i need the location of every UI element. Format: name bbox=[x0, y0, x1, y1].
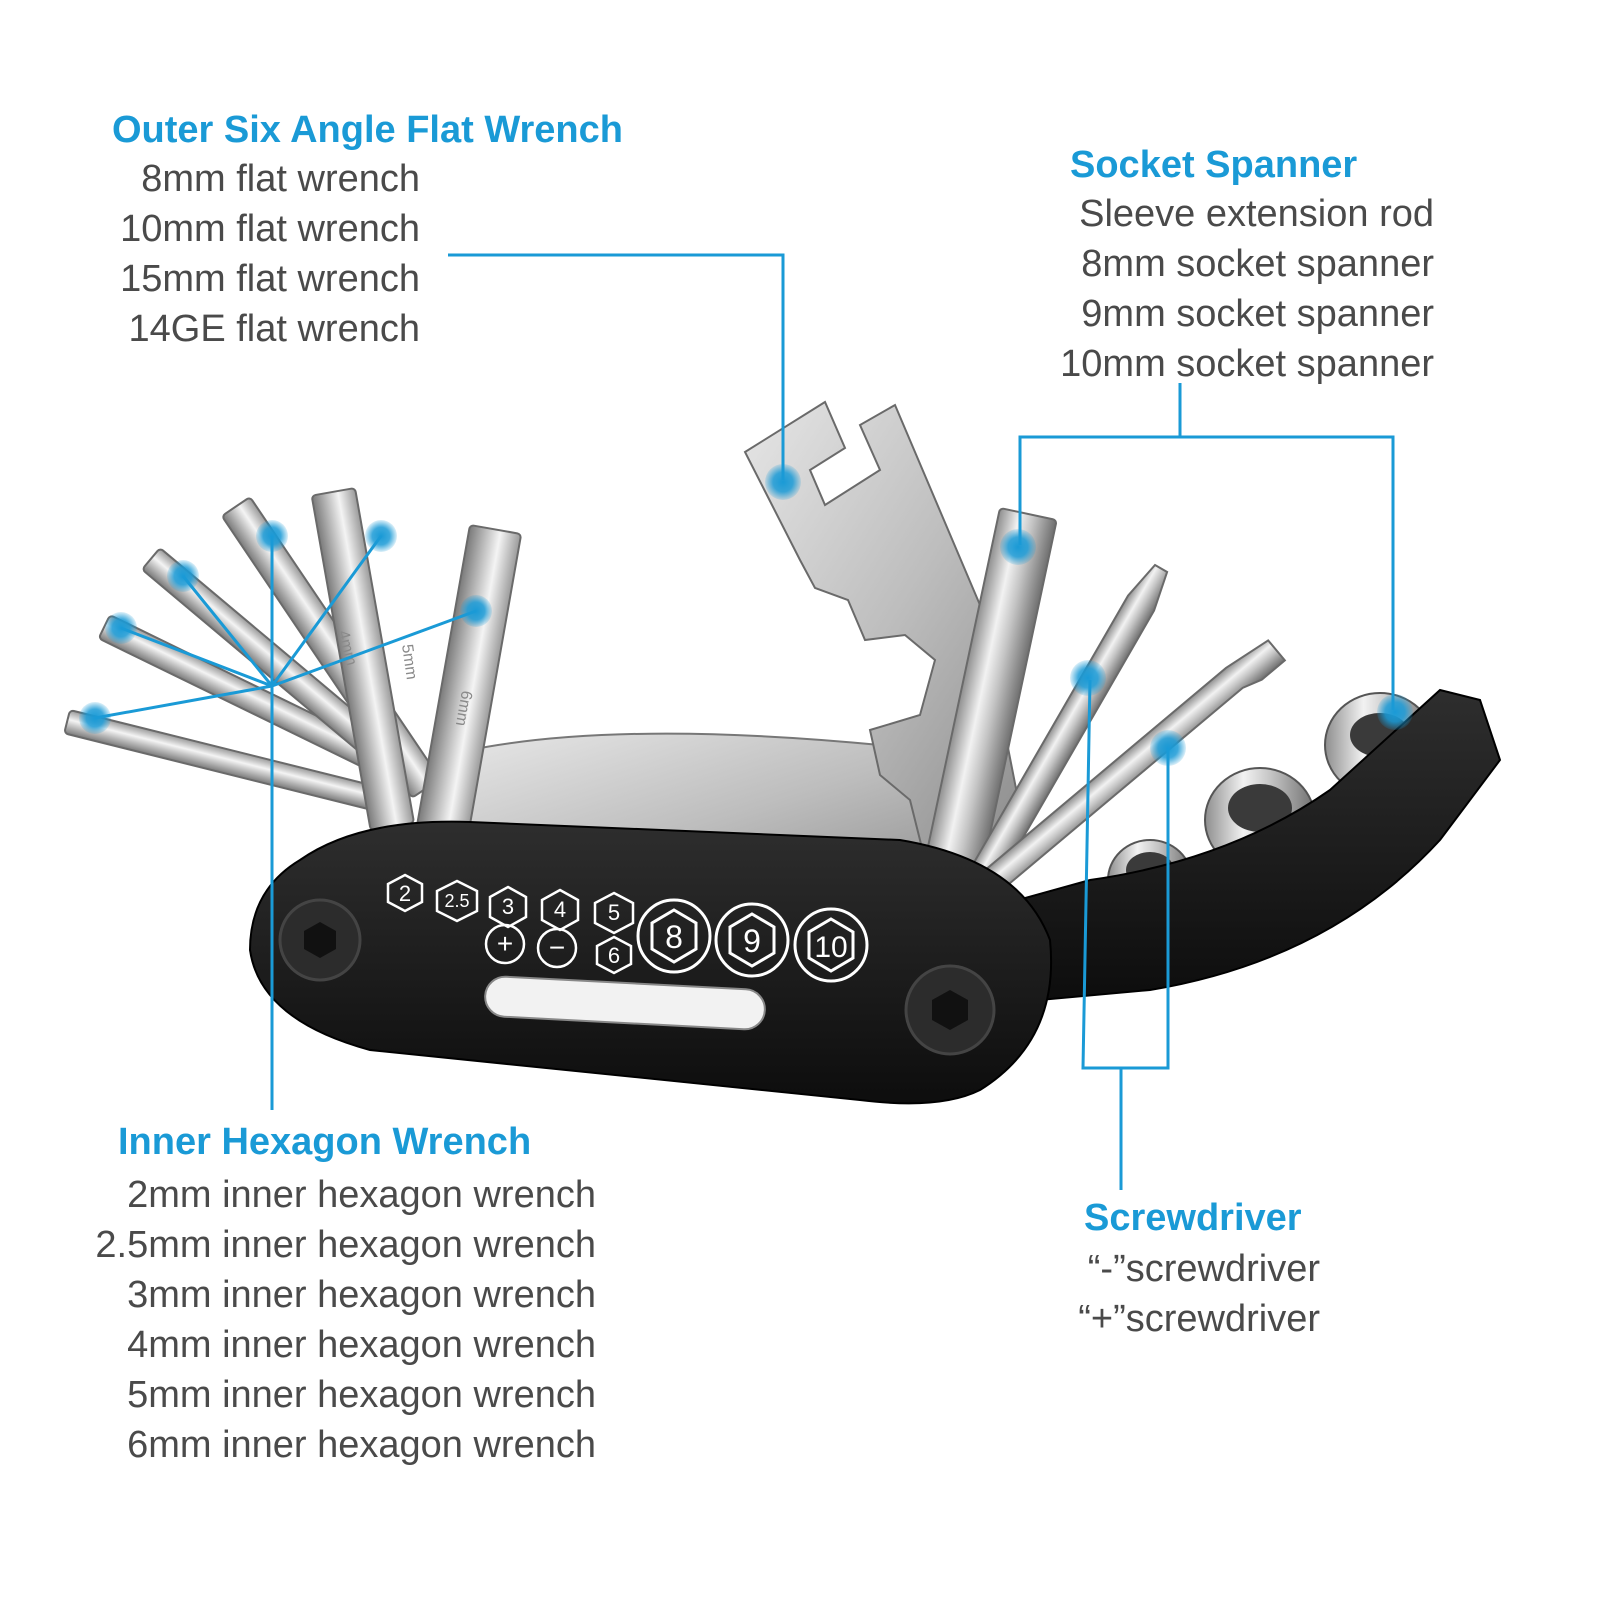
left-screw bbox=[278, 898, 362, 982]
key-engraving-6mm: 6mm bbox=[452, 689, 475, 727]
mark-10: 10 bbox=[814, 931, 847, 964]
flat-wrench-list: 8mm flat wrench 10mm flat wrench 15mm fl… bbox=[112, 154, 420, 354]
callout-dot bbox=[1070, 660, 1106, 696]
mark-8: 8 bbox=[665, 919, 683, 955]
mark-9: 9 bbox=[743, 923, 761, 959]
list-item: Sleeve extension rod bbox=[1079, 193, 1434, 235]
screwdriver-heading: Screwdriver bbox=[1084, 1197, 1302, 1239]
callout-dot bbox=[365, 520, 397, 552]
callout-dot bbox=[460, 595, 492, 627]
screwdriver-list: “-”screwdriver “+”screwdriver bbox=[1070, 1244, 1320, 1344]
hex-size-markings bbox=[386, 873, 635, 975]
mark-minus: − bbox=[549, 932, 565, 963]
mark-4: 4 bbox=[554, 897, 566, 922]
flat-wrench-callout: Outer Six Angle Flat Wrench 8mm flat wre… bbox=[112, 110, 623, 354]
callout-dot bbox=[1377, 694, 1413, 730]
screwdriver-callout: Screwdriver “-”screwdriver “+”screwdrive… bbox=[1070, 1198, 1320, 1344]
flat-wrench-heading: Outer Six Angle Flat Wrench bbox=[112, 109, 623, 151]
mark-2.5: 2.5 bbox=[444, 891, 469, 911]
callout-dot bbox=[1000, 529, 1036, 565]
mark-3: 3 bbox=[502, 894, 514, 919]
list-item: 14GE flat wrench bbox=[128, 308, 420, 350]
list-item: 6mm inner hexagon wrench bbox=[127, 1424, 596, 1466]
screw-symbol-markings bbox=[484, 923, 578, 969]
flat-screwdriver bbox=[956, 639, 1287, 915]
callout-dot bbox=[167, 560, 199, 592]
list-item: 10mm socket spanner bbox=[1060, 343, 1434, 385]
callout-dot bbox=[79, 702, 111, 734]
mark-6: 6 bbox=[608, 943, 620, 968]
list-item: 15mm flat wrench bbox=[120, 258, 420, 300]
socket-spanner-heading: Socket Spanner bbox=[1070, 144, 1358, 186]
mark-plus: + bbox=[497, 928, 513, 959]
list-item: 5mm inner hexagon wrench bbox=[127, 1374, 596, 1416]
list-item: 8mm socket spanner bbox=[1081, 243, 1434, 285]
socket-spanner-list: Sleeve extension rod 8mm socket spanner … bbox=[1048, 189, 1434, 389]
callout-lines bbox=[94, 253, 1395, 1190]
body-slot bbox=[484, 975, 766, 1031]
list-item: “-”screwdriver bbox=[1087, 1248, 1320, 1290]
list-item: 2mm inner hexagon wrench bbox=[127, 1174, 596, 1216]
callout-dot bbox=[256, 520, 288, 552]
list-item: 4mm inner hexagon wrench bbox=[127, 1324, 596, 1366]
inner-hexagon-heading: Inner Hexagon Wrench bbox=[118, 1121, 532, 1163]
mark-5: 5 bbox=[608, 900, 620, 925]
list-item: 10mm flat wrench bbox=[120, 208, 420, 250]
list-item: “+”screwdriver bbox=[1078, 1298, 1320, 1340]
mark-2: 2 bbox=[399, 881, 411, 906]
key-engraving-5mm: 5mm bbox=[398, 643, 420, 681]
callout-dot bbox=[1150, 730, 1186, 766]
list-item: 2.5mm inner hexagon wrench bbox=[95, 1224, 596, 1266]
callout-dot bbox=[105, 612, 137, 644]
callout-dot bbox=[765, 464, 801, 500]
callout-dots bbox=[79, 464, 1413, 766]
list-item: 3mm inner hexagon wrench bbox=[127, 1274, 596, 1316]
socket-arm bbox=[998, 688, 1502, 1002]
inner-hexagon-callout: Inner Hexagon Wrench 2mm inner hexagon w… bbox=[80, 1122, 596, 1470]
inner-hexagon-list: 2mm inner hexagon wrench 2.5mm inner hex… bbox=[80, 1170, 596, 1470]
right-screw bbox=[904, 964, 996, 1056]
list-item: 9mm socket spanner bbox=[1081, 293, 1434, 335]
socket-spanner-callout: Socket Spanner Sleeve extension rod 8mm … bbox=[1048, 145, 1434, 389]
list-item: 8mm flat wrench bbox=[141, 158, 420, 200]
socket-size-markings bbox=[636, 898, 869, 983]
